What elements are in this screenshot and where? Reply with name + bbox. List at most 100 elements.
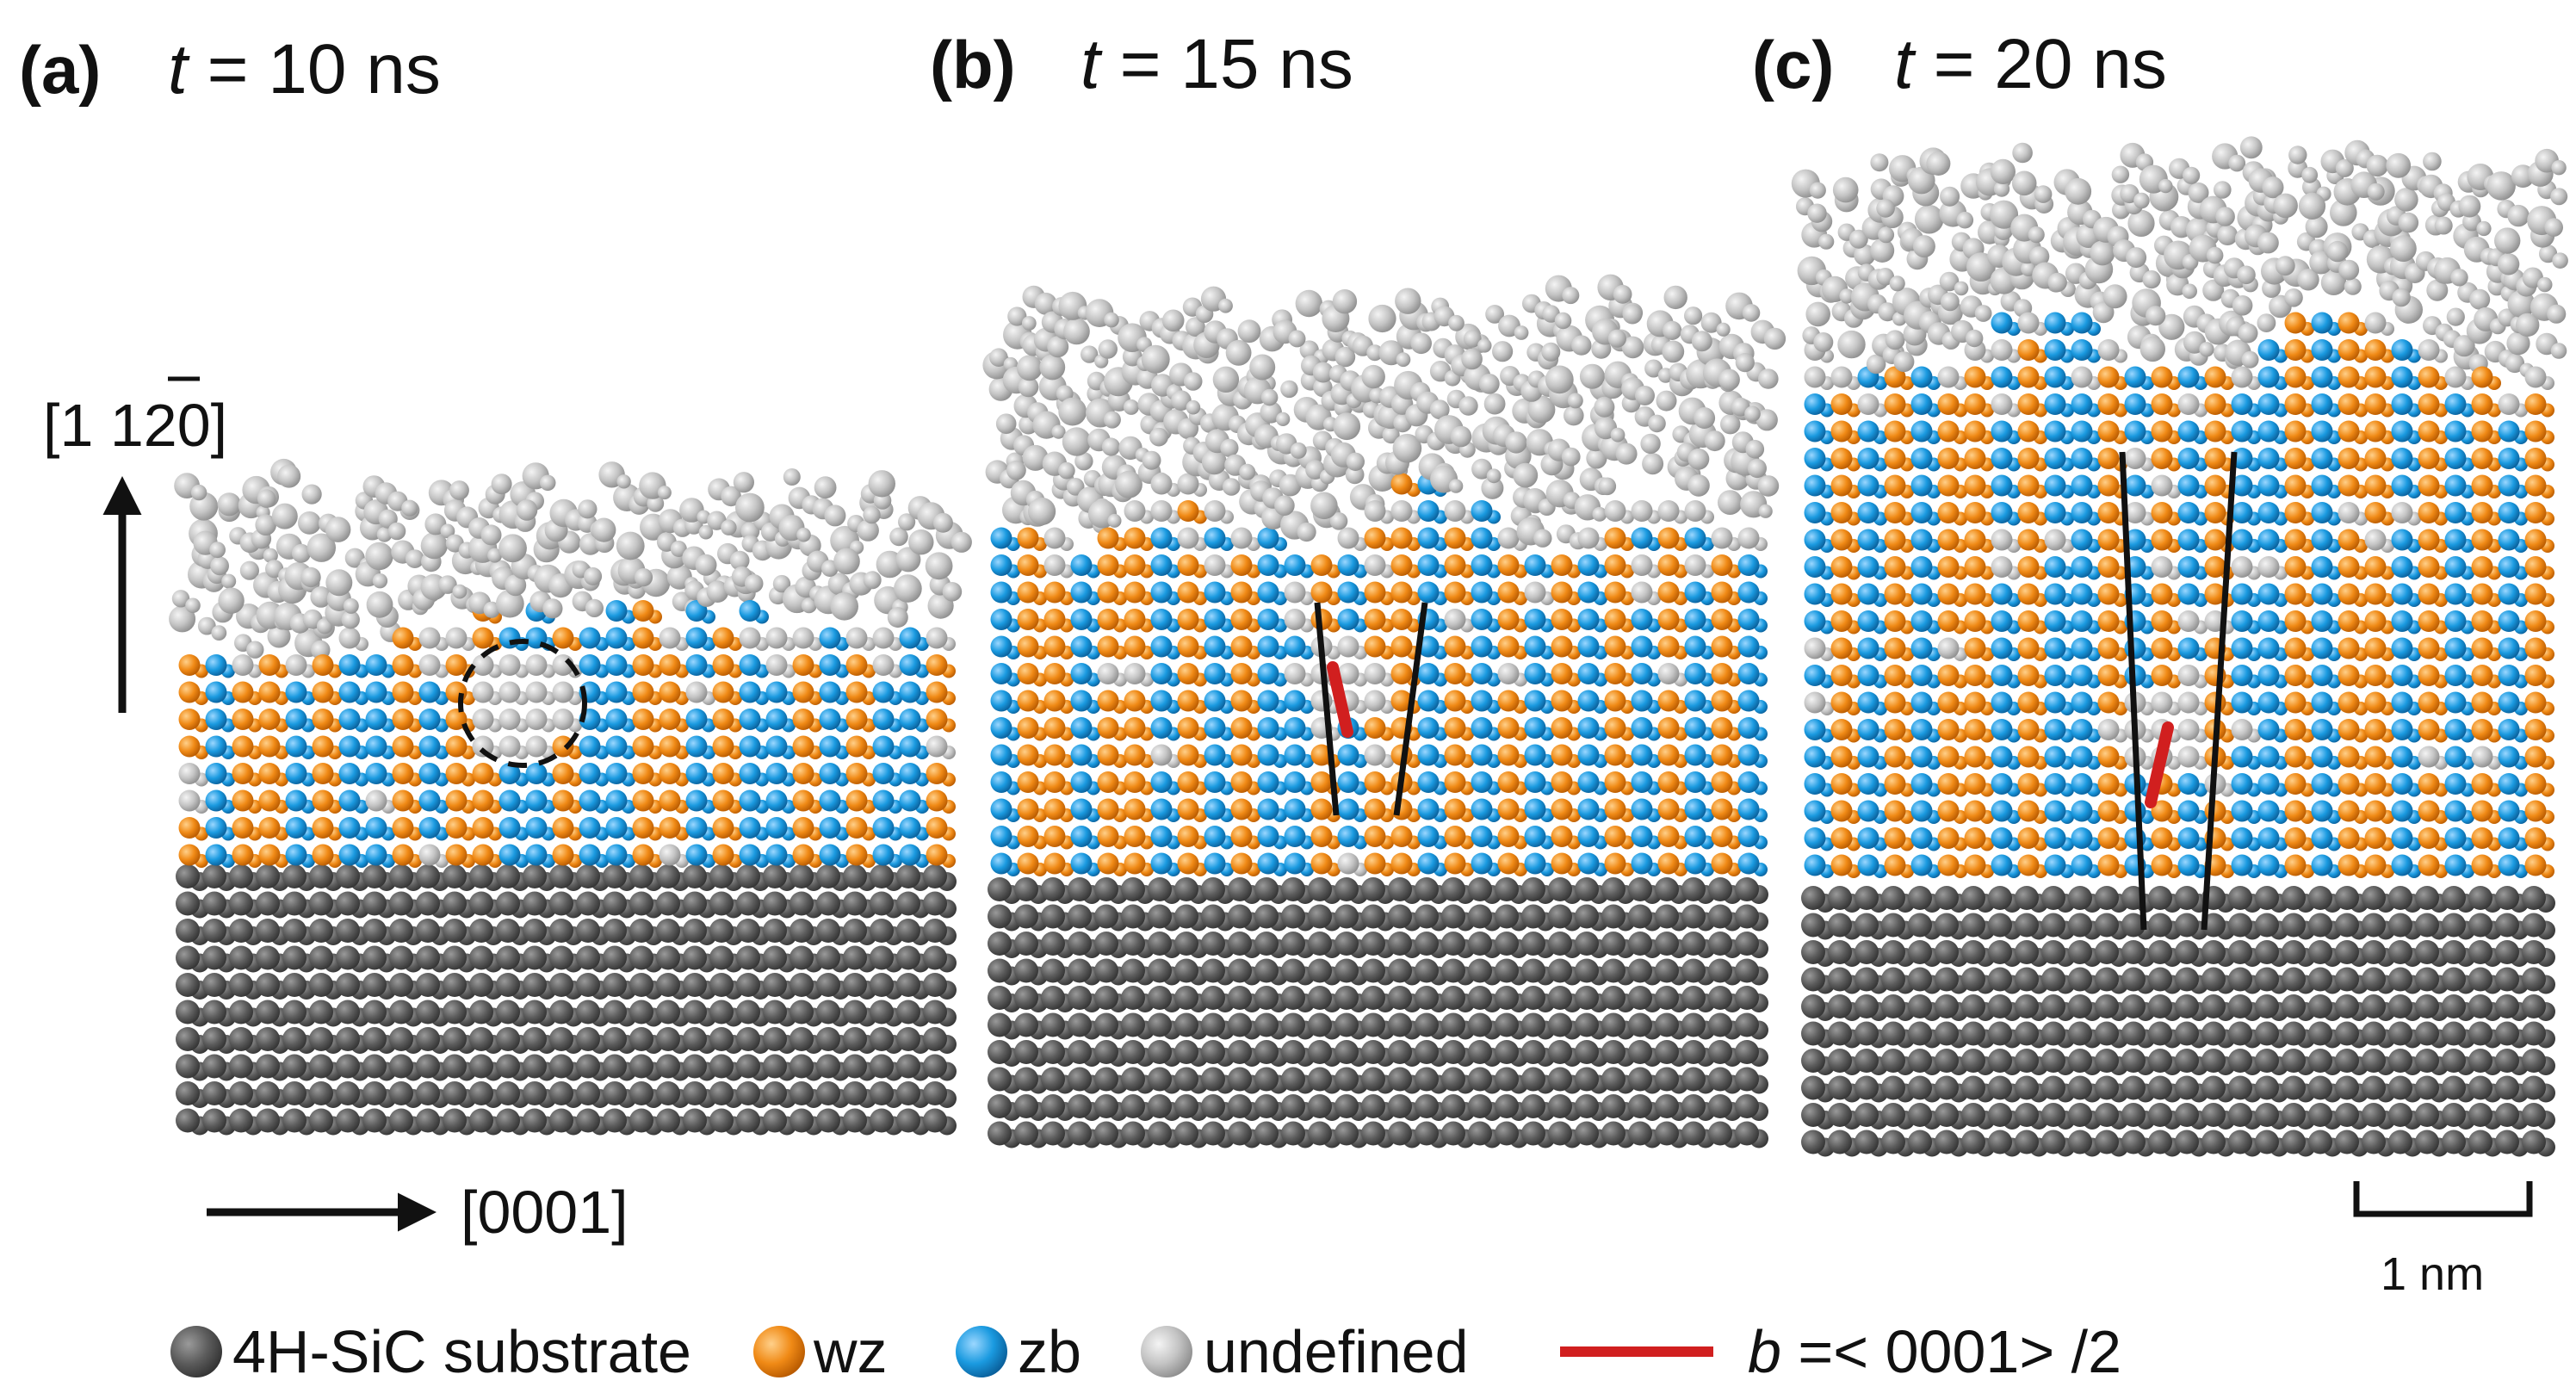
substrate-atom <box>1148 1040 1172 1064</box>
zb-atom <box>2071 448 2093 469</box>
substrate-atom <box>1308 904 1332 929</box>
zb-atom <box>1684 826 1706 847</box>
undefined-atom <box>1124 663 1146 684</box>
undefined-atom <box>1230 527 1253 549</box>
substrate-atom <box>2308 1021 2332 1046</box>
zb-atom <box>2044 366 2066 388</box>
substrate-atom <box>2148 1049 2172 1073</box>
substrate-atom <box>2095 1103 2119 1127</box>
undefined-atom <box>1594 396 1615 418</box>
undefined-atom <box>1974 305 1992 322</box>
substrate-atom <box>1988 1075 2012 1100</box>
zb-atom <box>1417 744 1440 766</box>
undefined-atom <box>1390 500 1413 522</box>
zb-atom <box>2257 502 2280 523</box>
substrate-atom <box>1655 877 1679 901</box>
undefined-atom <box>472 709 494 730</box>
wz-atom <box>1497 690 1520 712</box>
wz-atom <box>2338 312 2360 334</box>
substrate-atom <box>2175 913 2199 938</box>
substrate-atom <box>1254 904 1279 929</box>
substrate-atom <box>1415 1040 1439 1064</box>
substrate-atom <box>1628 1121 1652 1146</box>
substrate-atom <box>549 864 573 888</box>
zb-atom <box>1910 529 1933 551</box>
zb-atom <box>899 735 921 758</box>
undefined-atom <box>418 627 441 649</box>
substrate-atom <box>549 973 573 997</box>
substrate-atom <box>1735 1094 1759 1118</box>
zb-atom <box>990 609 1012 630</box>
substrate-atom <box>416 891 440 916</box>
substrate-atom <box>1468 958 1492 983</box>
wz-atom <box>1884 393 1906 415</box>
substrate-atom <box>1361 1067 1385 1092</box>
substrate-atom <box>763 891 787 916</box>
zb-atom <box>2257 800 2280 822</box>
substrate-atom <box>1828 1130 1852 1154</box>
undefined-atom <box>1830 366 1853 388</box>
substrate-atom <box>603 919 627 943</box>
zb-atom <box>1804 610 1826 632</box>
zb-atom <box>1284 690 1306 712</box>
substrate-atom <box>1068 1012 1092 1037</box>
wz-atom <box>1657 744 1680 766</box>
substrate-atom <box>988 986 1012 1010</box>
substrate-atom <box>1495 986 1519 1010</box>
undefined-atom <box>1662 340 1685 363</box>
undefined-atom <box>1545 365 1574 394</box>
undefined-atom <box>1204 554 1226 576</box>
wz-atom <box>2418 665 2440 686</box>
wz-atom <box>2364 827 2387 849</box>
wz-atom <box>2364 746 2387 768</box>
substrate-atom <box>2522 913 2546 938</box>
wz-atom <box>2017 665 2040 686</box>
undefined-atom <box>2275 256 2295 276</box>
zb-atom <box>1070 744 1093 766</box>
undefined-atom <box>1337 663 1359 684</box>
zb-atom <box>1857 448 1879 469</box>
zb-atom <box>2311 691 2333 714</box>
wz-atom <box>1177 690 1199 712</box>
undefined-atom <box>1991 339 2013 361</box>
undefined-atom <box>1448 314 1464 331</box>
zb-atom <box>2044 665 2066 686</box>
undefined-atom <box>343 597 359 614</box>
substrate-atom <box>176 1054 200 1079</box>
undefined-atom <box>2021 261 2036 276</box>
substrate-atom <box>1174 1040 1198 1064</box>
substrate-atom <box>790 1000 814 1024</box>
substrate-atom <box>1308 986 1332 1010</box>
undefined-atom <box>1074 452 1093 471</box>
substrate-atom <box>1228 877 1252 901</box>
zb-atom <box>2044 583 2066 605</box>
wz-atom <box>2284 773 2307 795</box>
undefined-atom <box>1744 405 1761 423</box>
undefined-atom <box>1066 478 1085 496</box>
substrate-atom <box>1094 877 1118 901</box>
substrate-atom <box>870 1000 894 1024</box>
zb-atom <box>1684 771 1706 793</box>
substrate-atom <box>1628 958 1652 983</box>
zb-atom <box>285 844 307 866</box>
zb-atom <box>285 709 307 730</box>
substrate-atom <box>736 1054 760 1079</box>
undefined-atom <box>2391 502 2413 523</box>
zb-atom <box>1150 635 1173 658</box>
wz-atom <box>1604 635 1626 658</box>
undefined-atom <box>1691 331 1712 352</box>
undefined-atom <box>1141 344 1170 374</box>
zb-atom <box>1150 554 1173 576</box>
substrate-atom <box>2308 994 2332 1018</box>
wz-atom <box>1711 663 1733 684</box>
wz-atom <box>1097 771 1119 793</box>
undefined-atom <box>1577 527 1600 549</box>
zb-atom <box>1737 690 1760 712</box>
wz-atom <box>1604 527 1626 549</box>
substrate-atom <box>2228 886 2252 910</box>
zb-atom <box>1524 798 1546 820</box>
substrate-atom <box>870 864 894 888</box>
undefined-atom <box>1284 581 1306 604</box>
zb-atom <box>418 735 441 758</box>
wz-atom <box>1964 827 1986 849</box>
